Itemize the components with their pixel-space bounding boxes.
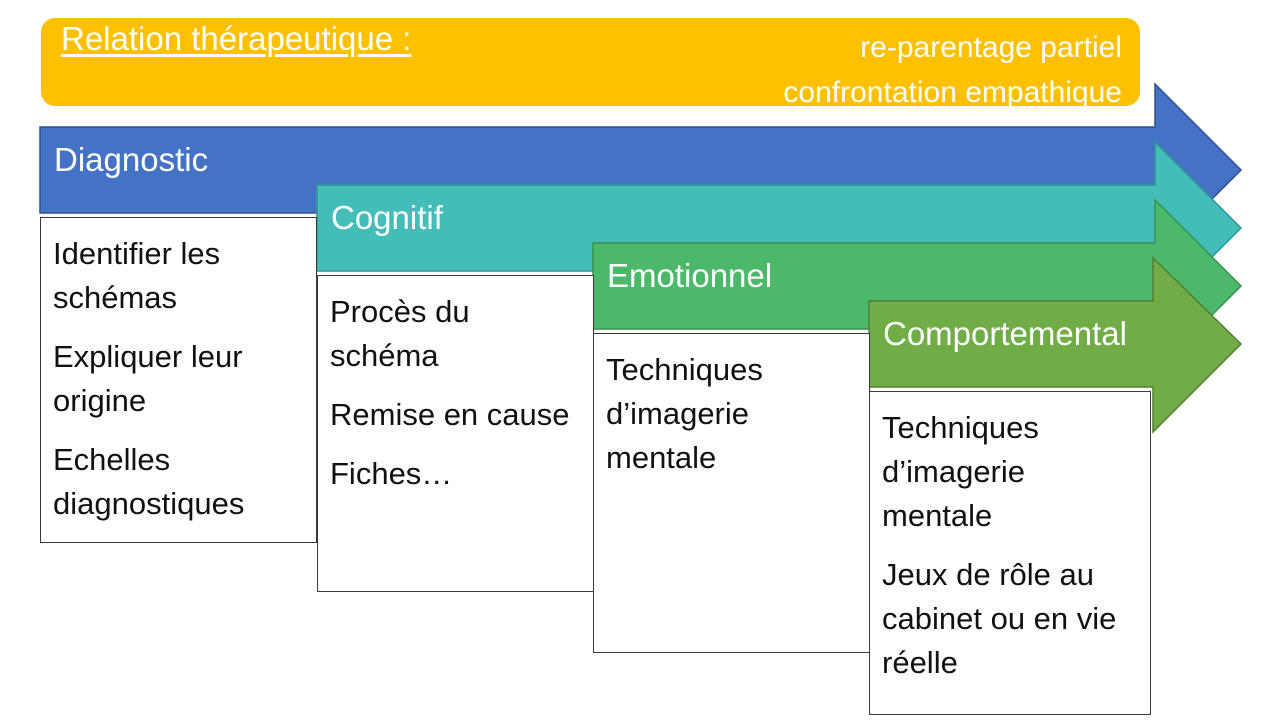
stage-label-cognitif: Cognitif (331, 199, 443, 236)
list-item: Remise en cause (330, 397, 570, 432)
list-item: Techniques d’imagerie mentale (882, 410, 1039, 533)
banner-lines: re-parentage partiel confrontation empat… (783, 25, 1122, 115)
relation-banner: Relation thérapeutique : re-parentage pa… (41, 18, 1140, 109)
list-item: Identifier les schémas (53, 236, 221, 315)
banner-line-confrontation: confrontation empathique (783, 76, 1122, 109)
list-item: Procès du schéma (330, 294, 470, 373)
banner-line-reparentage: re-parentage partiel (860, 31, 1122, 64)
cognitif-box: Procès du schéma Remise en cause Fiches… (317, 275, 594, 592)
emotionnel-box: Techniques d’imagerie mentale (593, 333, 870, 653)
list-item: Fiches… (330, 456, 453, 491)
diagnostic-box: Identifier les schémas Expliquer leur or… (40, 217, 317, 543)
banner-title: Relation thérapeutique : (61, 20, 412, 57)
arrow-comportemental (868, 256, 1243, 434)
list-item: Jeux de rôle au cabinet ou en vie réelle (882, 557, 1117, 680)
list-item: Echelles diagnostiques (53, 442, 245, 521)
stage-label-comportemental: Comportemental (883, 315, 1127, 352)
list-item: Expliquer leur origine (53, 339, 243, 418)
comportemental-box: Techniques d’imagerie mentale Jeux de rô… (869, 391, 1151, 715)
list-item: Techniques d’imagerie mentale (606, 352, 763, 475)
stage-label-emotionnel: Emotionnel (607, 257, 773, 294)
stage-label-diagnostic: Diagnostic (54, 141, 209, 178)
